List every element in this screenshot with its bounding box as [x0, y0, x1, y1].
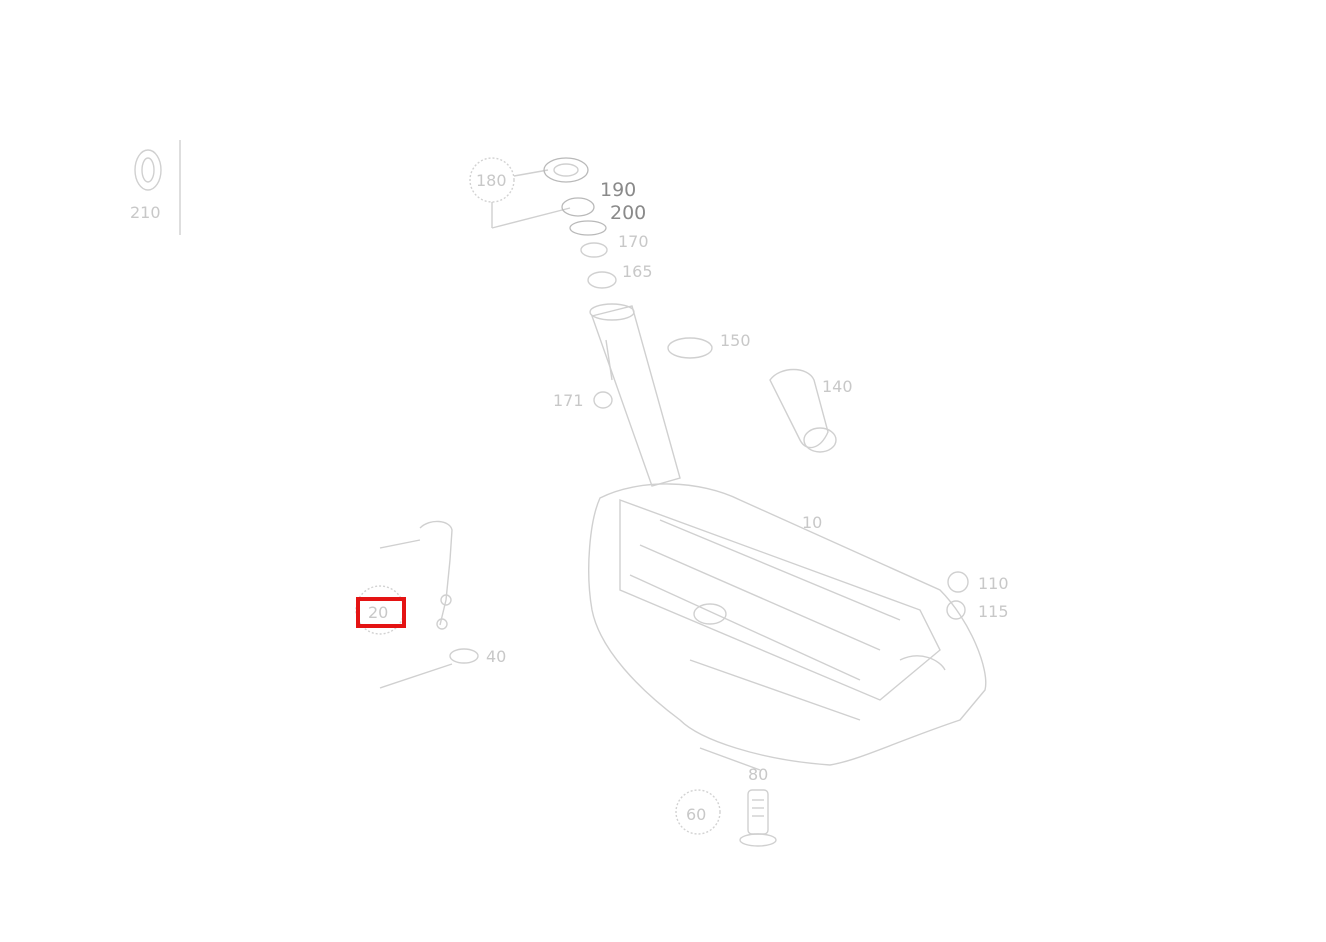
- tank-rib: [629, 574, 861, 681]
- label-210[interactable]: 210: [130, 203, 161, 222]
- cap-part: [543, 157, 589, 183]
- neck-opening: [589, 303, 635, 321]
- callout-circle: [469, 157, 515, 203]
- label-140[interactable]: 140: [822, 377, 853, 396]
- tank-rib: [659, 519, 901, 621]
- leader-line: [699, 747, 761, 771]
- callout-180: 180: [469, 157, 571, 229]
- leader-line: [379, 663, 453, 689]
- sender-unit: [693, 603, 727, 625]
- grommet-115: [946, 600, 966, 620]
- clip-part-inner-icon: [141, 157, 155, 183]
- tank-top-surface: [619, 498, 941, 701]
- tank-rib: [689, 659, 861, 721]
- valve-end: [803, 427, 837, 453]
- legend-reference: 210: [130, 140, 181, 235]
- selected-part-highlight: [356, 597, 406, 628]
- filler-cap-assembly: 190 200 170 165: [543, 157, 653, 289]
- label-40[interactable]: 40: [486, 647, 506, 666]
- clamp-part: [587, 271, 617, 289]
- tank-outline: [588, 483, 987, 766]
- leader-line: [491, 207, 571, 229]
- label-171[interactable]: 171: [553, 391, 584, 410]
- clip-part-icon: [134, 149, 162, 191]
- label-115[interactable]: 115: [978, 602, 1009, 621]
- seal-part: [561, 197, 595, 217]
- label-200[interactable]: 200: [610, 202, 646, 224]
- callout-circle-60: [675, 789, 721, 835]
- parts-110-115: 110 115: [946, 571, 1009, 621]
- label-190[interactable]: 190: [600, 179, 636, 201]
- label-110[interactable]: 110: [978, 574, 1009, 593]
- bottom-fasteners: 80 60: [675, 747, 777, 847]
- bolt-head: [739, 833, 777, 847]
- label-165[interactable]: 165: [622, 262, 653, 281]
- filler-neck: 171: [553, 303, 681, 487]
- label-80[interactable]: 80: [748, 765, 768, 784]
- part-40-icon: [449, 648, 479, 664]
- ring-part: [569, 220, 607, 236]
- label-180[interactable]: 180: [476, 171, 507, 190]
- strap-bolt: [419, 520, 453, 626]
- part-171-icon: [593, 391, 613, 409]
- tank-rib: [639, 544, 881, 651]
- nut-part: [440, 594, 452, 606]
- label-10[interactable]: 10: [802, 513, 822, 532]
- cap-inner: [553, 163, 579, 177]
- gasket-part: [580, 242, 608, 258]
- neck-tube: [591, 305, 681, 487]
- bolt-part: [747, 789, 769, 835]
- label-170[interactable]: 170: [618, 232, 649, 251]
- neck-bracket: [605, 339, 613, 381]
- hose-clip: [667, 337, 713, 359]
- leader-line: [379, 539, 421, 549]
- fuel-tank: 10: [588, 483, 987, 766]
- tank-bracket: [899, 655, 946, 671]
- label-60[interactable]: 60: [686, 805, 706, 824]
- part-140: 140: [769, 368, 853, 453]
- grommet-110: [947, 571, 969, 593]
- label-20[interactable]: 20: [368, 603, 388, 622]
- part-150: 150: [667, 331, 751, 359]
- washer-part: [436, 618, 448, 630]
- leader-line: [513, 169, 549, 177]
- valve-body: [769, 368, 829, 449]
- label-150[interactable]: 150: [720, 331, 751, 350]
